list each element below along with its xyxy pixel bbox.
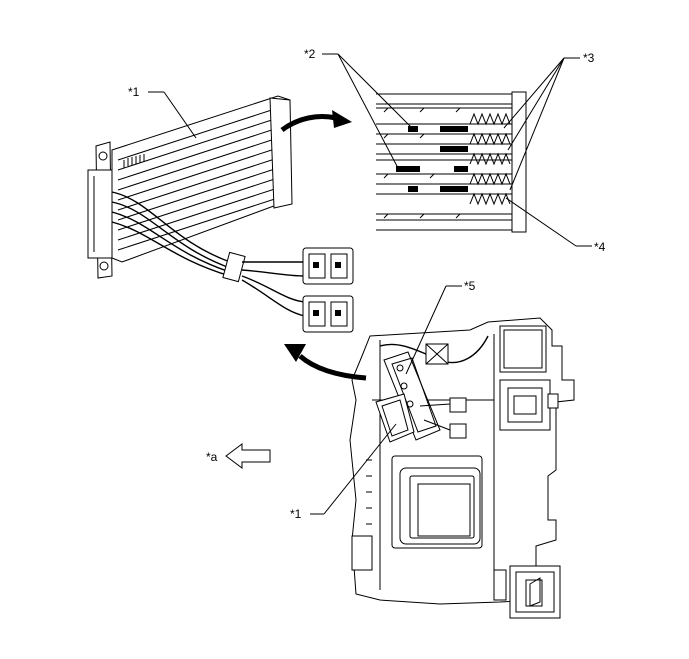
removal-arrow [284, 344, 367, 381]
callout-4: *4 [594, 240, 606, 254]
front-direction-arrow [225, 443, 271, 469]
arrow-to-detail [280, 110, 352, 133]
callout-3: *3 [583, 51, 595, 65]
detail-view [376, 91, 527, 233]
connector-upper [302, 247, 354, 285]
callout-1-bottom: *1 [290, 507, 302, 521]
heater-element [87, 95, 354, 333]
installed-heater [375, 351, 467, 443]
callout-5: *5 [464, 279, 476, 293]
ptc-elements [396, 126, 468, 192]
connector-lower [302, 295, 354, 333]
callout-1-top: *1 [128, 85, 140, 99]
ac-unit-housing [349, 317, 575, 619]
fin-hatching [469, 112, 511, 206]
leader-lines [148, 53, 592, 515]
callout-a: *a [206, 450, 218, 464]
callout-2: *2 [304, 47, 316, 61]
